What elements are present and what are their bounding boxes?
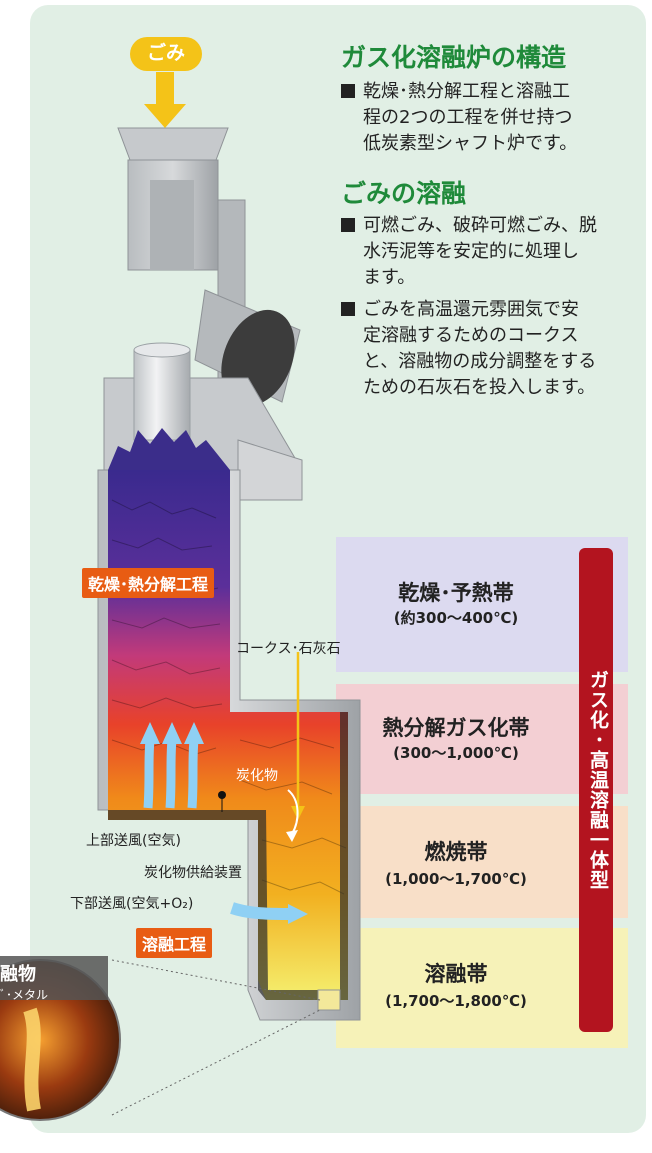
integrated-type-band: ガス化･高温溶融一体型: [579, 548, 613, 1032]
integrated-type-label: ガス化･高温溶融一体型: [587, 670, 609, 890]
melting-title: ごみの溶融: [341, 179, 467, 208]
upper-air-arrows: [140, 722, 204, 809]
zone-temp: (1,700～1,800℃): [385, 992, 527, 1010]
melting-bullet-1: 可燃ごみ、破砕可燃ごみ、脱 水汚泥等を安定的に処理し ます。: [341, 213, 631, 291]
waste-input-arrow: [144, 72, 186, 128]
char-flow-arrow: [286, 789, 299, 842]
bullet-square-icon: [341, 84, 355, 98]
melting-process-tag: 溶融工程: [136, 928, 213, 958]
char-label: 炭化物: [236, 768, 278, 784]
coke-label: コークス･石灰石: [236, 641, 341, 657]
lower-air-label: 下部送風(空気+O₂): [70, 896, 194, 912]
upper-air-label: 上部送風(空気): [86, 833, 181, 849]
bullet-square-icon: [341, 302, 355, 316]
inset-title: 融物: [0, 964, 36, 985]
feed-chute: [117, 127, 229, 271]
lower-air-arrow: [230, 902, 308, 924]
melting-bullet-2: ごみを高温還元雰囲気で安 定溶融するためのコークス と、溶融物の成分調整をする …: [341, 297, 631, 401]
zone-name: 燃焼帯: [424, 840, 488, 864]
melting-bullet-1-text: 可燃ごみ、破砕可燃ごみ、脱 水汚泥等を安定的に処理し ます。: [363, 215, 597, 288]
structure-bullet: 乾燥･熱分解工程と溶融工 程の2つの工程を併せ持つ 低炭素型シャフト炉です。: [341, 79, 631, 157]
waste-pile: [108, 428, 230, 470]
drying-process-tag: 乾燥･熱分解工程: [82, 568, 215, 598]
structure-title: ガス化溶融炉の構造: [341, 43, 567, 72]
char-feeder-label: 炭化物供給装置: [144, 865, 242, 881]
inset-subtitle: ﾞ･メタル: [0, 988, 49, 1002]
structure-bullet-text: 乾燥･熱分解工程と溶融工 程の2つの工程を併せ持つ 低炭素型シャフト炉です。: [363, 81, 578, 154]
zone-temp: (1,000～1,700℃): [385, 870, 527, 888]
zone-name: 熱分解ガス化帯: [382, 716, 530, 740]
inner-cylinder: [133, 349, 191, 441]
zone-temp: (約300～400℃): [393, 609, 519, 627]
zone-temp: (300～1,000℃): [393, 744, 519, 762]
molten-inset: [0, 956, 321, 1121]
melting-bullet-2-text: ごみを高温還元雰囲気で安 定溶融するためのコークス と、溶融物の成分調整をする …: [363, 299, 597, 398]
bullet-square-icon: [341, 218, 355, 232]
waste-input-badge: ごみ: [130, 37, 202, 71]
furnace-bed: [108, 470, 348, 1000]
zone-name: 乾燥･予熱帯: [398, 581, 514, 605]
zone-name: 溶融帯: [424, 962, 488, 986]
